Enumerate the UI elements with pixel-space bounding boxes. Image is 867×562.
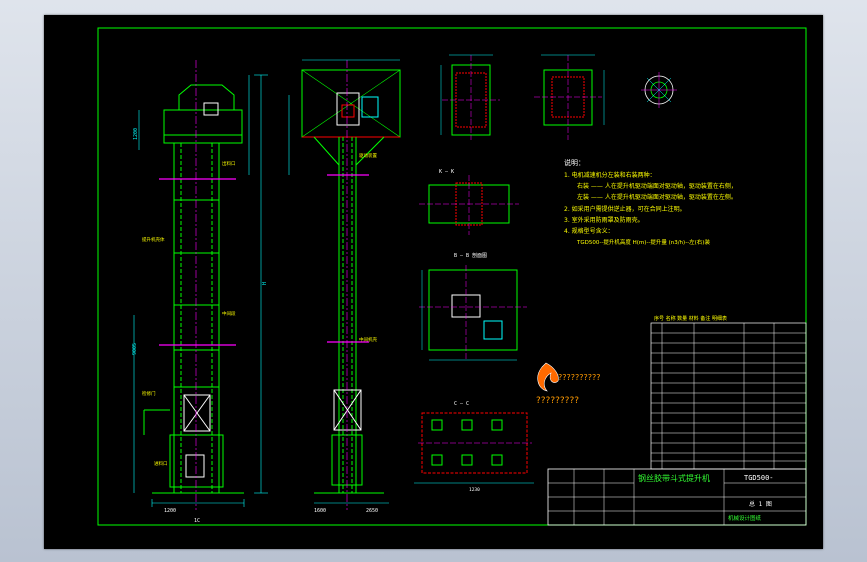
title-main: 钢丝胶带斗式提升机 (638, 473, 710, 483)
notes-line-5: 3. 室外采用防雨罩及防雨壳。 (564, 216, 644, 224)
parts-table-header: 序号 名称 数量 材料 备注 明细表 (654, 315, 727, 322)
notes-line-4: 2. 如采用户需提供逆止器，可在合同上注明。 (564, 205, 686, 213)
section-k-k: K – K (419, 169, 519, 235)
notes-line-6: 4. 规格型号含义： (564, 227, 614, 235)
svg-text:提升机壳体: 提升机壳体 (142, 236, 165, 243)
view-label-k: K – K (439, 169, 454, 175)
watermark-line-2: ????????? (536, 396, 579, 406)
cad-drawing-sheet: 9005 H 1200 提升机壳体 检修门 出料口 中间段 进料口 1200 1… (44, 15, 823, 549)
svg-text:H: H (262, 282, 268, 285)
section-b-b (534, 54, 605, 140)
svg-text:驱动装置: 驱动装置 (359, 152, 377, 159)
side-bottom-dim-2: 2650 (366, 508, 378, 514)
title-sheet: 总 1 图 (749, 500, 772, 508)
svg-text:检修门: 检修门 (142, 390, 156, 397)
technical-notes: 说明： 1. 电机减速机分左装和右装两种： 右装 —— 人在提升机驱动端面对驱动… (564, 158, 737, 246)
section-b-b-plan: B – B 剖面图 (419, 252, 527, 361)
notes-line-1: 1. 电机减速机分左装和右装两种： (564, 171, 656, 179)
foundation-plan: C – C 1230 (414, 401, 534, 493)
parts-list-table: 序号 名称 数量 材料 备注 明细表 (650, 315, 807, 470)
flame-logo-icon (537, 362, 559, 392)
title-company: 机械设计图纸 (728, 514, 762, 522)
view-label-c: C – C (454, 401, 469, 407)
left-bottom-dim: 1200 (164, 508, 176, 514)
flange-detail (641, 72, 677, 108)
view-label-bb: B – B 剖面图 (454, 252, 487, 259)
side-elevation: 驱动装置 中间机壳 1600 2650 (288, 59, 401, 514)
front-elevation: 9005 H 1200 提升机壳体 检修门 出料口 中间段 进料口 1200 1… (132, 60, 268, 524)
watermark: ?????????? ????????? (536, 362, 600, 406)
section-a-a (440, 54, 500, 140)
title-drawing-no: TGD500- (744, 474, 774, 482)
left-bottom-label: 1C (194, 518, 200, 524)
cad-drawing: 9005 H 1200 提升机壳体 检修门 出料口 中间段 进料口 1200 1… (97, 27, 807, 526)
notes-line-3: 左装 —— 人在提升机驱动端面对驱动轴，驱动装置在左侧。 (577, 193, 737, 201)
svg-text:9005: 9005 (132, 343, 138, 355)
notes-line-2: 右装 —— 人在提升机驱动端面对驱动轴，驱动装置在右侧， (577, 182, 737, 190)
svg-text:1200: 1200 (133, 128, 139, 140)
notes-model-code: TGD500--提升机高度 H(m)--提升量 (n3/h)--左(右)装 (576, 238, 710, 246)
watermark-line-1: ?????????? (558, 373, 600, 382)
svg-text:进料口: 进料口 (154, 460, 168, 467)
svg-text:中间机壳: 中间机壳 (359, 336, 377, 343)
notes-heading: 说明： (564, 158, 585, 167)
side-bottom-dim-1: 1600 (314, 508, 326, 514)
title-block: TGD500- 钢丝胶带斗式提升机 总 1 图 机械设计图纸 (547, 468, 807, 526)
drawing-frame (97, 27, 807, 526)
svg-text:出料口: 出料口 (222, 160, 236, 167)
svg-text:中间段: 中间段 (222, 310, 236, 317)
plan-bottom-dim: 1230 (469, 487, 480, 493)
